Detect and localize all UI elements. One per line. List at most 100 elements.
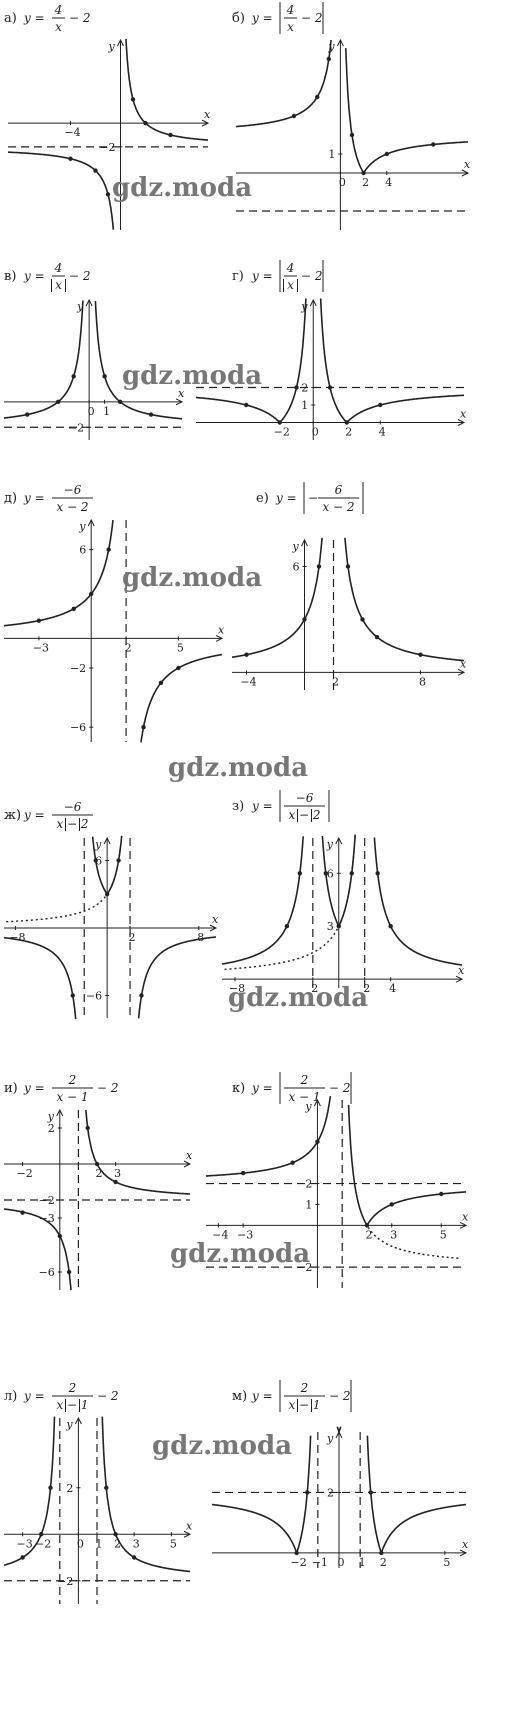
data-point [66,1269,72,1275]
x-axis-name: x [204,108,211,121]
fraction-numerator: 4 [54,3,63,17]
data-point [375,871,380,876]
data-point [389,1202,394,1207]
data-point [315,94,320,100]
data-point [39,1532,44,1537]
y-tick-label: 6 [327,867,334,880]
fraction-denominator: x − 2 [56,817,88,831]
data-point [139,993,144,998]
function-curve [232,537,464,662]
data-point [176,665,181,671]
y-tick-label: 2 [327,1486,334,1499]
watermark-text: gdz.moda [168,753,308,783]
x-tick-label: 5 [440,1228,447,1241]
formula-tail: − 2 [329,1389,351,1403]
data-point [240,1170,246,1176]
data-point [93,168,98,173]
data-point [20,1555,25,1560]
data-point [94,1161,100,1167]
y-axis-arrow [336,38,344,47]
data-point [327,385,333,390]
data-point [315,1139,320,1144]
x-tick-label: 1 [103,405,110,418]
function-curve [235,39,468,175]
data-point [168,132,173,138]
x-tick-label: −2 [16,1167,32,1180]
data-point [374,634,380,640]
x-axis-arrow [457,419,466,426]
x-tick-label: 2 [362,176,369,189]
y-tick-label: −2 [68,421,84,434]
x-tick-label: −4 [240,675,256,688]
x-tick-label: 2 [365,1228,372,1241]
data-point [102,374,107,379]
x-tick-label: 4 [385,176,392,189]
x-axis-arrow [183,1160,192,1168]
y-axis-name: y [94,838,102,851]
data-point [105,192,111,197]
data-point [116,858,121,863]
x-axis-arrow [461,169,470,177]
x-axis-name: x [458,964,465,977]
x-tick-label: −1 [312,1556,328,1569]
data-point [36,618,42,623]
fraction-denominator: x [287,20,294,34]
y-tick-label: −3 [39,1212,55,1225]
x-axis-name: x [460,657,467,670]
data-point [418,652,423,657]
watermark-text: gdz.moda [122,563,262,593]
x-axis-arrow [183,1530,192,1538]
data-point [379,1550,384,1556]
reference-curve [224,835,356,971]
reference-curve [367,1227,461,1260]
data-point [71,374,76,379]
formula-tail: − 2 [69,11,91,25]
function-curve [221,834,463,966]
y-tick-label: 6 [79,544,86,557]
formula-prefix: y = [251,1389,273,1403]
y-tick-label: 2 [48,1122,55,1135]
data-point [316,564,322,569]
y-axis-name: y [326,838,334,851]
watermark-text: gdz.moda [112,173,252,203]
y-tick-label: −2 [99,141,115,154]
x-axis-name: x [462,1210,469,1223]
x-axis-name: x [186,1519,193,1532]
data-point [93,858,98,863]
y-axis-name: y [326,1432,334,1445]
data-point [439,1191,444,1197]
y-tick-label: −6 [86,990,102,1003]
x-tick-label: 3 [390,1228,397,1241]
y-axis-arrow [56,1108,64,1117]
fraction-numerator: 2 [300,1073,309,1087]
x-axis-name: x [218,623,225,636]
formula-prefix: y = [23,1081,45,1095]
x-tick-label: 2 [114,1537,121,1550]
x-tick-label: 2 [332,675,339,688]
panel-letter: м) [232,1389,247,1404]
fraction-denominator: x − 2 [56,500,88,514]
data-point [143,120,148,126]
chart-panel: а)y =4x− 2xy−4−2 [4,3,211,230]
function-curve [3,1416,191,1573]
x-tick-label: −8 [229,982,245,995]
data-point [345,564,351,569]
formula-prefix: y = [251,11,273,25]
fraction-denominator: x [55,20,62,34]
fraction-denominator: x − 1 [288,1398,320,1412]
data-point [291,113,297,119]
y-axis-name: y [108,40,116,53]
panel-letter: а) [4,11,17,26]
data-point [336,924,341,929]
function-curve [196,298,464,424]
y-tick-label: 6 [293,560,300,573]
data-point [113,1532,118,1537]
function-curve [205,1095,466,1226]
data-point [326,56,331,62]
fraction-numerator: 6 [335,483,343,497]
panel-letter: б) [232,11,245,26]
x-tick-label: 4 [389,982,396,995]
